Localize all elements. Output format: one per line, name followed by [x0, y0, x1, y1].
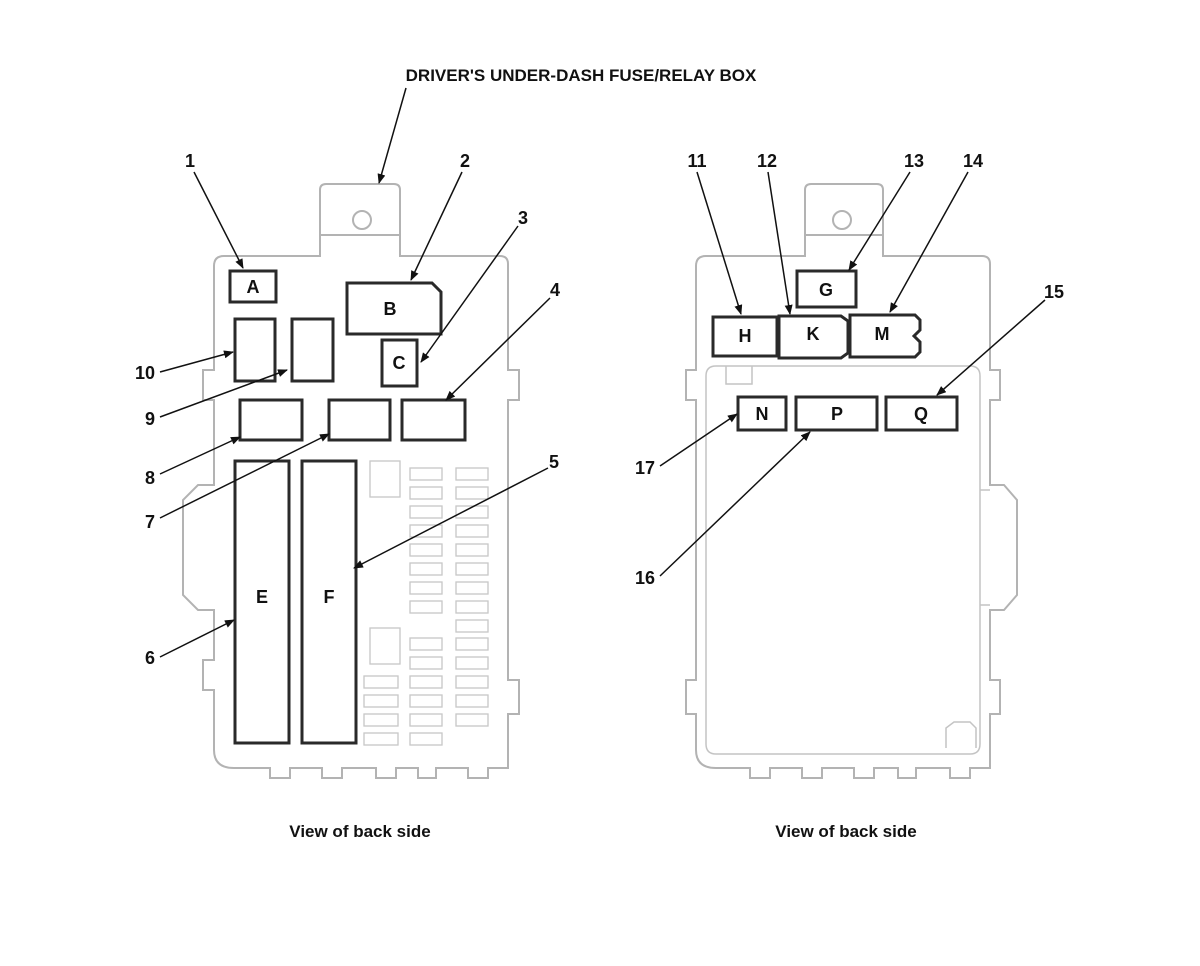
component-c-label: C — [393, 353, 406, 373]
callout-13: 13 — [904, 151, 924, 171]
callout-5: 5 — [549, 452, 559, 472]
callout-8: 8 — [145, 468, 155, 488]
component-e-label: E — [256, 587, 268, 607]
component-p — [794, 395, 879, 432]
component-relay-8 — [238, 398, 304, 442]
caption-left: View of back side — [289, 822, 430, 841]
callout-2: 2 — [460, 151, 470, 171]
callout-3: 3 — [518, 208, 528, 228]
callout-9: 9 — [145, 409, 155, 429]
component-e — [233, 459, 291, 745]
component-q — [884, 395, 959, 432]
callout-6: 6 — [145, 648, 155, 668]
fuse-column-2 — [455, 467, 489, 727]
component-a-label: A — [247, 277, 260, 297]
component-relay-4 — [400, 398, 467, 442]
right-fuse-box: G H K M N P Q 11 12 13 14 15 16 17 — [635, 151, 1064, 779]
component-g — [795, 269, 858, 309]
callout-12: 12 — [757, 151, 777, 171]
component-q-label: Q — [914, 404, 928, 424]
caption-right: View of back side — [775, 822, 916, 841]
component-f-label: F — [324, 587, 335, 607]
component-relay-7 — [327, 398, 392, 442]
component-p-label: P — [831, 404, 843, 424]
component-h — [711, 315, 779, 358]
diagram-title: DRIVER'S UNDER-DASH FUSE/RELAY BOX — [406, 66, 757, 85]
component-n — [736, 395, 788, 432]
callout-16: 16 — [635, 568, 655, 588]
component-b-label: B — [384, 299, 397, 319]
fuse-column-3 — [363, 675, 443, 746]
component-a — [228, 269, 278, 304]
callout-1: 1 — [185, 151, 195, 171]
callout-7: 7 — [145, 512, 155, 532]
callout-17: 17 — [635, 458, 655, 478]
callout-15: 15 — [1044, 282, 1064, 302]
component-h-label: H — [739, 326, 752, 346]
component-f — [300, 459, 358, 745]
component-m-label: M — [875, 324, 890, 344]
component-b — [345, 281, 443, 336]
component-n-label: N — [756, 404, 769, 424]
component-relay-9 — [290, 317, 335, 383]
component-g-label: G — [819, 280, 833, 300]
component-relay-10 — [233, 317, 277, 383]
component-c — [380, 338, 419, 388]
callout-10: 10 — [135, 363, 155, 383]
component-k-label: K — [807, 324, 820, 344]
left-fuse-box: A B C E F 1 2 3 4 5 6 7 8 9 — [135, 87, 560, 779]
fuse-column-1 — [409, 467, 443, 727]
callout-14: 14 — [963, 151, 983, 171]
component-k — [777, 314, 850, 360]
callout-4: 4 — [550, 280, 560, 300]
callout-11: 11 — [687, 151, 706, 171]
component-m — [848, 313, 922, 359]
